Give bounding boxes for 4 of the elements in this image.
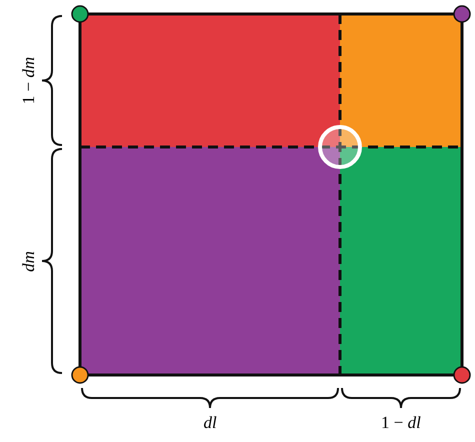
dimension-label: dm: [19, 250, 36, 272]
dimension-label: 1 − dl: [381, 414, 421, 430]
dimension-label: dl: [204, 414, 217, 430]
dimension-label: 1 − dm: [20, 56, 37, 104]
